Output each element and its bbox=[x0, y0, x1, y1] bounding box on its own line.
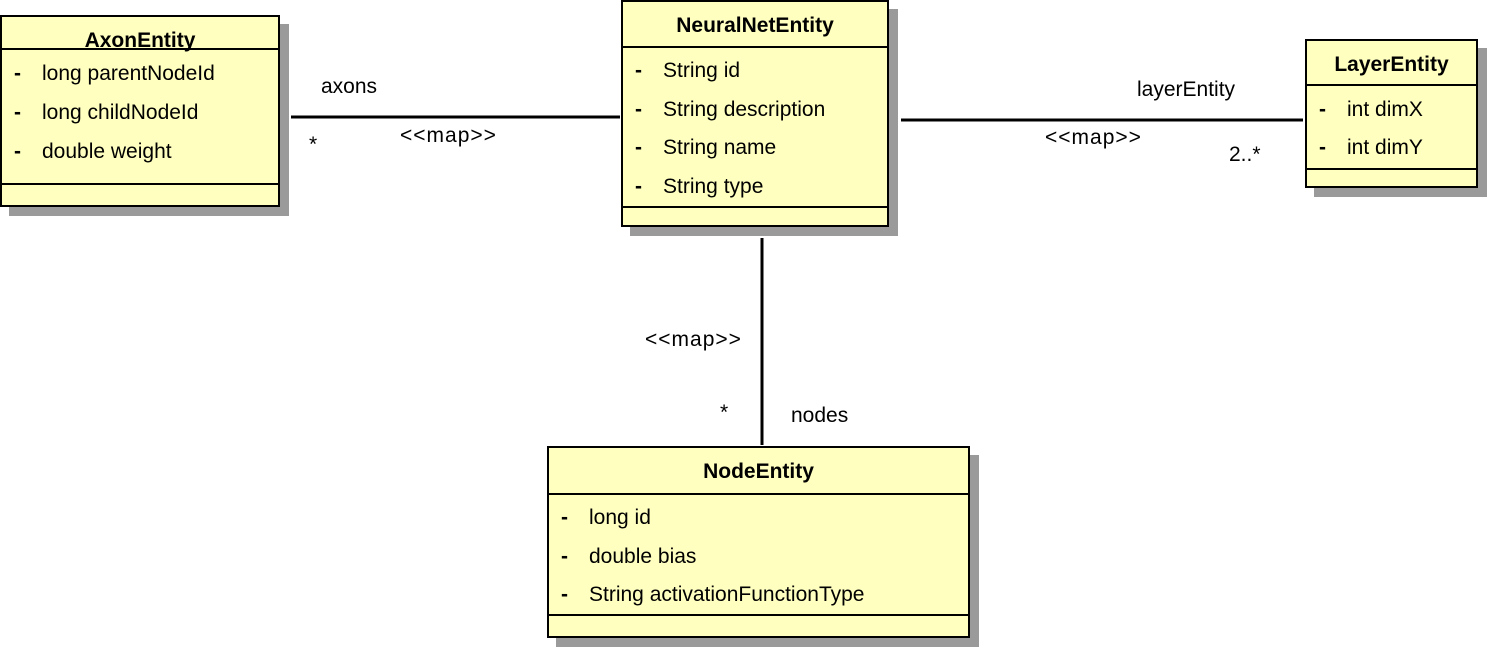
attribute: - double bias bbox=[549, 538, 968, 577]
visibility-private: - bbox=[635, 97, 642, 121]
attribute-text: double weight bbox=[42, 139, 172, 163]
role-label-nodes: nodes bbox=[791, 404, 849, 427]
visibility-private: - bbox=[14, 139, 21, 163]
class-axon-entity[interactable]: AxonEntity - long parentNodeId - long ch… bbox=[0, 15, 280, 207]
class-node-entity[interactable]: NodeEntity - long id - double bias - Str… bbox=[547, 446, 970, 638]
stereotype-label-axons: <<map>> bbox=[400, 124, 497, 147]
multiplicity-label-nodes: * bbox=[720, 401, 729, 424]
attribute-text: String id bbox=[663, 59, 741, 83]
multiplicity-label-axons: * bbox=[309, 133, 318, 156]
attribute-list: - long parentNodeId - long childNodeId -… bbox=[2, 50, 278, 185]
attribute: - double weight bbox=[2, 132, 278, 171]
class-name: NeuralNetEntity bbox=[623, 2, 887, 48]
class-name: AxonEntity bbox=[2, 17, 278, 52]
attribute-text: double bias bbox=[589, 544, 697, 568]
visibility-private: - bbox=[14, 61, 21, 85]
attribute: - int dimX bbox=[1307, 91, 1476, 129]
attribute: - String type bbox=[623, 168, 887, 207]
visibility-private: - bbox=[635, 174, 642, 198]
visibility-private: - bbox=[561, 544, 568, 568]
attribute: - String id bbox=[623, 52, 887, 91]
visibility-private: - bbox=[561, 506, 568, 530]
class-neuralnet-entity[interactable]: NeuralNetEntity - String id - String des… bbox=[621, 0, 889, 227]
attribute-text: int dimY bbox=[1347, 136, 1423, 159]
attribute: - long childNodeId bbox=[2, 93, 278, 132]
attribute-list: - int dimX - int dimY bbox=[1307, 86, 1476, 170]
visibility-private: - bbox=[635, 136, 642, 160]
attribute-text: String type bbox=[663, 174, 764, 198]
attribute: - String name bbox=[623, 129, 887, 168]
visibility-private: - bbox=[561, 583, 568, 607]
role-label-axons: axons bbox=[321, 75, 378, 98]
visibility-private: - bbox=[1319, 98, 1326, 121]
stereotype-label-layers: <<map>> bbox=[1045, 126, 1142, 149]
role-label-layers: layerEntity bbox=[1137, 78, 1236, 101]
attribute-list: - long id - double bias - String activat… bbox=[549, 495, 968, 616]
attribute-text: long childNodeId bbox=[42, 100, 199, 124]
stereotype-label-nodes: <<map>> bbox=[645, 328, 742, 351]
attribute: - long parentNodeId bbox=[2, 54, 278, 93]
attribute-text: long parentNodeId bbox=[42, 61, 215, 85]
visibility-private: - bbox=[1319, 136, 1326, 159]
class-layer-entity[interactable]: LayerEntity - int dimX - int dimY bbox=[1305, 39, 1478, 188]
class-name: LayerEntity bbox=[1307, 41, 1476, 86]
attribute: - long id bbox=[549, 499, 968, 538]
attribute-text: long id bbox=[589, 506, 651, 530]
attribute-text: int dimX bbox=[1347, 98, 1423, 121]
visibility-private: - bbox=[14, 100, 21, 124]
attribute-text: String activationFunctionType bbox=[589, 583, 865, 607]
multiplicity-label-layers: 2..* bbox=[1229, 143, 1261, 166]
attribute: - int dimY bbox=[1307, 129, 1476, 167]
attribute: - String description bbox=[623, 91, 887, 130]
class-name: NodeEntity bbox=[549, 448, 968, 495]
visibility-private: - bbox=[635, 59, 642, 83]
attribute-text: String description bbox=[663, 97, 826, 121]
attribute-list: - String id - String description - Strin… bbox=[623, 48, 887, 208]
attribute: - String activationFunctionType bbox=[549, 576, 968, 615]
attribute-text: String name bbox=[663, 136, 777, 160]
